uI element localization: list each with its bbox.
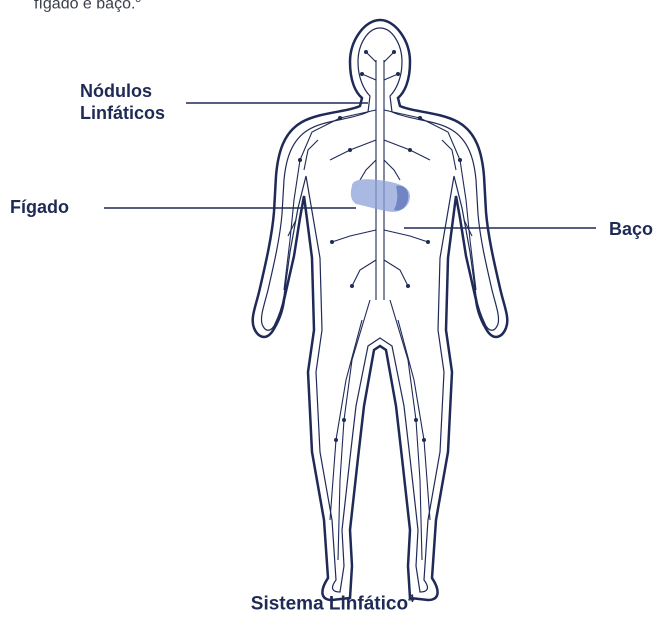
body-outline	[253, 20, 508, 600]
nodes-label-line2: Linfáticos	[80, 102, 165, 124]
nodes-label-line1: Nódulos	[80, 80, 165, 102]
nodes-label: Nódulos Linfáticos	[80, 80, 165, 124]
caption-footnote: 4	[408, 593, 414, 605]
caption-text: Sistema Linfático	[251, 593, 408, 614]
liver-label: Fígado	[10, 196, 69, 218]
spleen-label: Baço	[609, 218, 653, 240]
figure-caption: Sistema Linfático4	[0, 593, 665, 615]
body-inner-outline	[261, 28, 498, 592]
lymph-nodes	[298, 50, 462, 442]
